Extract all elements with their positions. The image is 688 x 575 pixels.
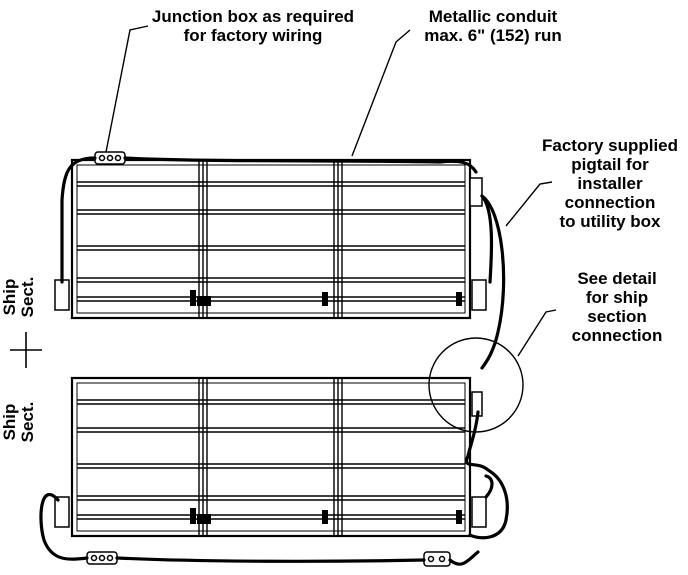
bottom-junction-box bbox=[86, 551, 118, 565]
conduit-label: Metallic conduit max. 6" (152) run bbox=[424, 7, 562, 45]
top-ship-section-panel bbox=[70, 158, 472, 320]
conduit-wiring bbox=[39, 156, 509, 566]
top-junction-box bbox=[94, 151, 126, 165]
bottom-ship-section-panel bbox=[70, 376, 472, 538]
callout-leaders bbox=[105, 25, 557, 357]
pigtail-label: Factory supplied pigtail for installer c… bbox=[541, 136, 679, 231]
side-boxes bbox=[54, 177, 487, 528]
ship-section-separator bbox=[10, 332, 42, 368]
ship-section-top-label: Ship Sect. bbox=[0, 276, 37, 318]
detail-label: See detail for ship section connection bbox=[571, 269, 663, 345]
bottom-right-connector bbox=[423, 551, 451, 567]
ship-section-bottom-label: Ship Sect. bbox=[0, 401, 37, 443]
ship-section-detail-circle bbox=[428, 337, 524, 433]
junction-box-label: Junction box as required for factory wir… bbox=[151, 7, 355, 45]
